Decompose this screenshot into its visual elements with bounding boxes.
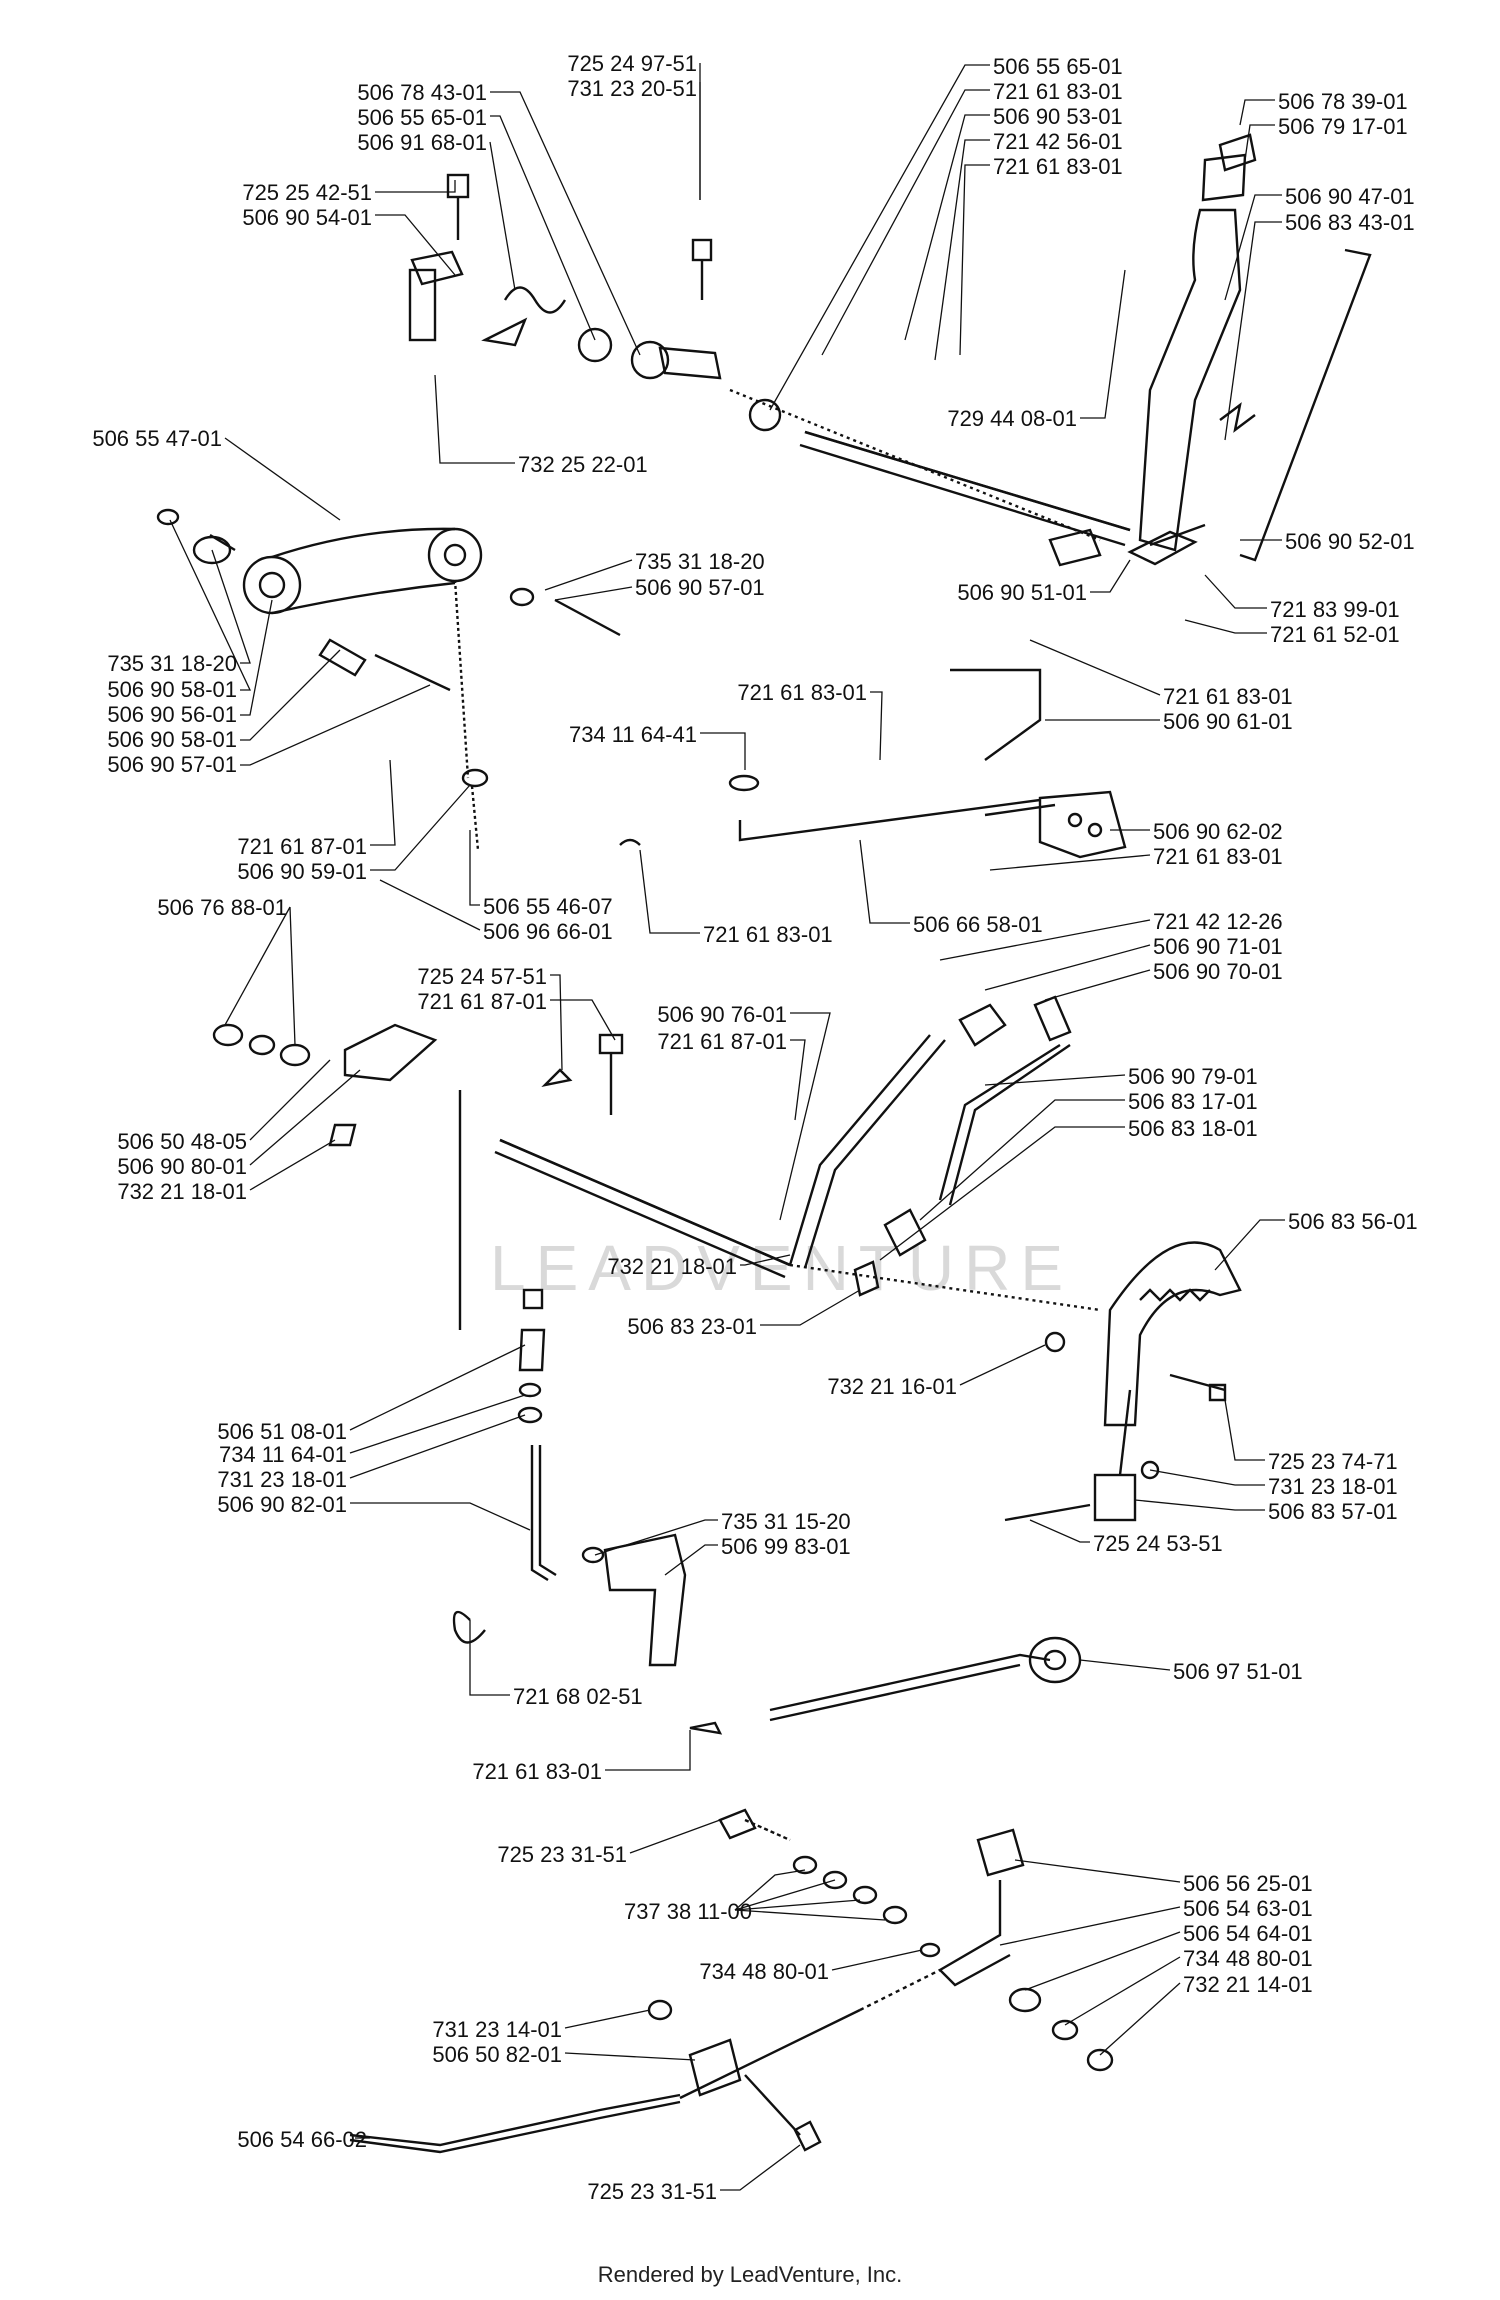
callout: 506 78 39-01 — [1278, 89, 1408, 114]
callout: 725 24 57-51 — [417, 964, 547, 989]
callout: 735 31 18-20 — [107, 651, 237, 676]
callout: 725 24 53-51 — [1093, 1531, 1223, 1556]
callout: 721 61 87-01 — [417, 989, 547, 1014]
callout: 734 48 80-01 — [1183, 1946, 1313, 1971]
callout: 721 83 99-01 — [1270, 597, 1400, 622]
callout: 721 61 83-01 — [703, 922, 833, 947]
callout: 732 21 18-01 — [117, 1179, 247, 1204]
callout: 506 90 82-01 — [217, 1492, 347, 1517]
render-credit: Rendered by LeadVenture, Inc. — [597, 2262, 903, 2287]
callout: 506 83 17-01 — [1128, 1089, 1258, 1114]
callout: 506 90 57-01 — [107, 752, 237, 777]
callout: 506 55 47-01 — [92, 426, 222, 451]
callout: 506 90 53-01 — [993, 104, 1123, 129]
callout: 506 50 82-01 — [432, 2042, 562, 2067]
callout-labels: 725 24 97-51 731 23 20-51 506 78 43-01 5… — [92, 51, 1417, 2204]
callout: 732 21 16-01 — [827, 1374, 957, 1399]
callout: 506 83 23-01 — [627, 1314, 757, 1339]
callout: 721 42 56-01 — [993, 129, 1123, 154]
callout: 506 97 51-01 — [1173, 1659, 1303, 1684]
callout: 506 90 56-01 — [107, 702, 237, 727]
callout: 721 61 87-01 — [657, 1029, 787, 1054]
callout: 506 76 88-01 — [157, 895, 287, 920]
callout: 732 21 14-01 — [1183, 1972, 1313, 1997]
callout: 506 91 68-01 — [357, 130, 487, 155]
callout: 721 61 83-01 — [1153, 844, 1283, 869]
callout: 506 90 79-01 — [1128, 1064, 1258, 1089]
callout: 506 90 52-01 — [1285, 529, 1415, 554]
callout: 725 25 42-51 — [242, 180, 372, 205]
callout: 721 61 83-01 — [472, 1759, 602, 1784]
callout: 506 55 46-07 — [483, 894, 613, 919]
callout: 506 83 56-01 — [1288, 1209, 1418, 1234]
callout: 506 83 18-01 — [1128, 1116, 1258, 1141]
callout: 506 56 25-01 — [1183, 1871, 1313, 1896]
callout: 506 55 65-01 — [993, 54, 1123, 79]
callout: 506 90 47-01 — [1285, 184, 1415, 209]
callout: 725 23 31-51 — [587, 2179, 717, 2204]
callout: 729 44 08-01 — [947, 406, 1077, 431]
callout: 721 61 83-01 — [737, 680, 867, 705]
callout: 506 90 76-01 — [657, 1002, 787, 1027]
callout: 506 96 66-01 — [483, 919, 613, 944]
callout: 725 24 97-51 — [567, 51, 697, 76]
callout: 506 79 17-01 — [1278, 114, 1408, 139]
callout: 506 90 71-01 — [1153, 934, 1283, 959]
callout: 506 90 80-01 — [117, 1154, 247, 1179]
callout: 732 25 22-01 — [518, 452, 648, 477]
callout: 734 48 80-01 — [699, 1959, 829, 1984]
callout: 506 90 59-01 — [237, 859, 367, 884]
watermark-text: LEADVENTURE — [490, 1232, 1073, 1304]
callout: 731 23 18-01 — [1268, 1474, 1398, 1499]
callout: 506 83 57-01 — [1268, 1499, 1398, 1524]
callout: 731 23 14-01 — [432, 2017, 562, 2042]
callout: 506 54 64-01 — [1183, 1921, 1313, 1946]
callout: 506 90 61-01 — [1163, 709, 1293, 734]
callout: 721 42 12-26 — [1153, 909, 1283, 934]
callout: 506 90 54-01 — [242, 205, 372, 230]
callout: 737 38 11-00 — [624, 1899, 752, 1924]
callout: 506 54 63-01 — [1183, 1896, 1313, 1921]
callout: 506 90 51-01 — [957, 580, 1087, 605]
callout: 506 90 58-01 — [107, 677, 237, 702]
callout: 506 54 66-02 — [237, 2127, 367, 2152]
callout: 721 68 02-51 — [513, 1684, 643, 1709]
callout: 725 23 31-51 — [497, 1842, 627, 1867]
callout: 506 90 58-01 — [107, 727, 237, 752]
callout: 506 90 62-02 — [1153, 819, 1283, 844]
callout: 506 50 48-05 — [117, 1129, 247, 1154]
callout: 721 61 83-01 — [1163, 684, 1293, 709]
callout: 506 55 65-01 — [357, 105, 487, 130]
callout: 732 21 18-01 — [607, 1254, 737, 1279]
callout: 731 23 20-51 — [567, 76, 697, 101]
callout: 721 61 87-01 — [237, 834, 367, 859]
callout: 734 11 64-41 — [569, 722, 697, 747]
callout: 731 23 18-01 — [217, 1467, 347, 1492]
callout: 735 31 15-20 — [721, 1509, 851, 1534]
callout: 506 99 83-01 — [721, 1534, 851, 1559]
leader-lines — [169, 63, 1285, 2191]
callout: 506 90 70-01 — [1153, 959, 1283, 984]
callout: 721 61 83-01 — [993, 154, 1123, 179]
callout: 506 51 08-01 — [217, 1419, 347, 1444]
callout: 506 83 43-01 — [1285, 210, 1415, 235]
callout: 721 61 52-01 — [1270, 622, 1400, 647]
callout: 735 31 18-20 — [635, 549, 765, 574]
callout: 721 61 83-01 — [993, 79, 1123, 104]
callout: 725 23 74-71 — [1268, 1449, 1398, 1474]
callout: 734 11 64-01 — [219, 1442, 347, 1467]
parts-drawing — [156, 133, 1372, 2154]
callout: 506 90 57-01 — [635, 575, 765, 600]
callout: 506 78 43-01 — [357, 80, 487, 105]
callout: 506 66 58-01 — [913, 912, 1043, 937]
